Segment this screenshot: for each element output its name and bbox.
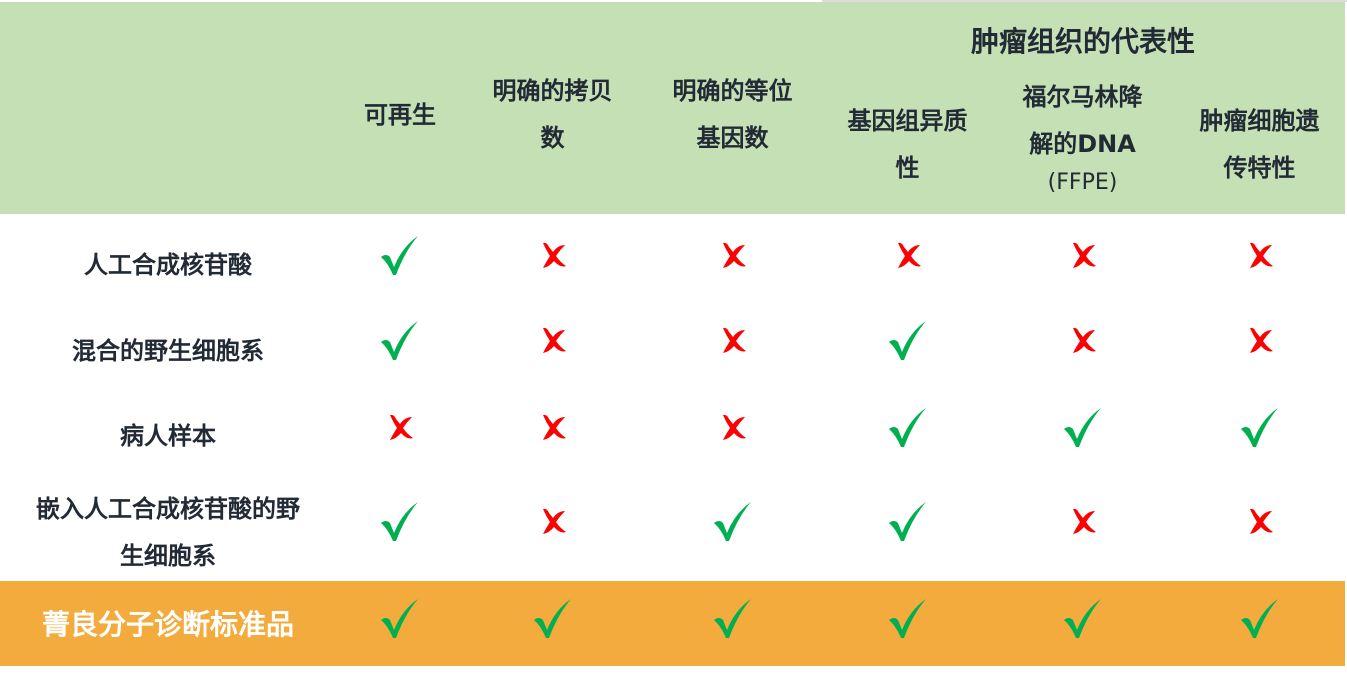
check-icon (370, 230, 430, 280)
col-head-ffpe-dna: 福尔马林降 解的DNA (FFPE) (1000, 74, 1165, 198)
cross-icon (523, 496, 583, 546)
cross-icon (523, 402, 583, 452)
check-icon (1230, 593, 1290, 643)
cross-icon (703, 230, 763, 280)
col-head-line: 基因数 (696, 124, 769, 152)
col-head-line: 基因组异质 (847, 107, 968, 135)
col-head-line: 性 (895, 154, 920, 182)
col-head-allele-number: 明确的等位 基因数 (650, 68, 815, 162)
table-header (0, 2, 1345, 214)
col-head-line: 明确的等位 (672, 77, 793, 105)
cross-icon (1230, 315, 1290, 365)
col-head-line: 明确的拷贝 (492, 77, 613, 105)
check-icon (1053, 593, 1113, 643)
col-head-renewable: 可再生 (340, 92, 460, 139)
col-head-tumor-genetics: 肿瘤细胞遗 传特性 (1177, 98, 1342, 192)
check-icon (878, 593, 938, 643)
row-label-line: 嵌入人工合成核苷酸的野 (36, 495, 300, 523)
check-icon (703, 593, 763, 643)
header-top-border (822, 0, 1347, 2)
row-label-product: 菁良分子诊断标准品 (41, 608, 294, 641)
check-icon (370, 496, 430, 546)
col-head-line: 解的DNA (1029, 130, 1136, 158)
cross-icon (1053, 230, 1113, 280)
col-head-line: 数 (540, 124, 565, 152)
check-icon (878, 496, 938, 546)
col-head-heterogeneity: 基因组异质 性 (825, 98, 990, 192)
check-icon (1053, 402, 1113, 452)
cross-icon (703, 402, 763, 452)
cross-icon (1230, 230, 1290, 280)
check-icon (523, 593, 583, 643)
col-head-line: 福尔马林降 (1022, 83, 1143, 111)
cross-icon (878, 230, 938, 280)
cross-icon (370, 402, 430, 452)
cross-icon (1053, 496, 1113, 546)
cross-icon (1053, 315, 1113, 365)
check-icon (1230, 402, 1290, 452)
highlight-row: 菁良分子诊断标准品 (0, 581, 1345, 666)
row-label-spiked-cell-line: 嵌入人工合成核苷酸的野 生细胞系 (0, 486, 336, 580)
row-label-mixed-cell-line: 混合的野生细胞系 (72, 337, 264, 365)
check-icon (703, 496, 763, 546)
col-head-line: 可再生 (364, 101, 436, 129)
group-title-tumor-representativeness: 肿瘤组织的代表性 (970, 25, 1195, 58)
cross-icon (703, 315, 763, 365)
cross-icon (523, 230, 583, 280)
row-label-patient-sample: 病人样本 (120, 422, 216, 450)
col-head-line: 传特性 (1223, 154, 1296, 182)
row-label-line: 生细胞系 (120, 542, 216, 570)
check-icon (370, 315, 430, 365)
row-label-synthetic: 人工合成核苷酸 (84, 251, 252, 279)
col-head-sub: (FFPE) (1047, 170, 1118, 195)
col-head-copy-number: 明确的拷贝 数 (470, 68, 635, 162)
col-head-line: 肿瘤细胞遗 (1199, 107, 1320, 135)
check-icon (878, 402, 938, 452)
cross-icon (1230, 496, 1290, 546)
check-icon (878, 315, 938, 365)
check-icon (370, 593, 430, 643)
cross-icon (523, 315, 583, 365)
